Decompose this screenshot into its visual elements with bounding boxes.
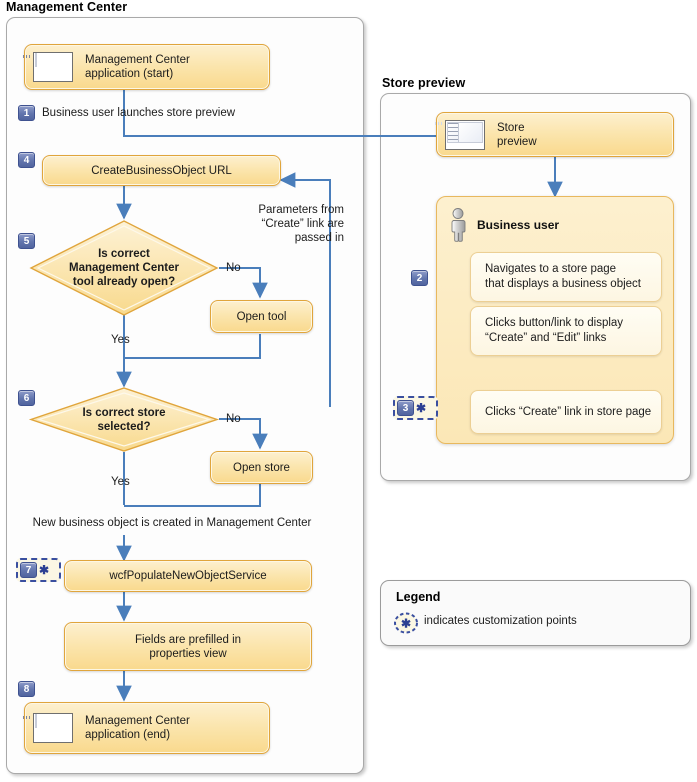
branch-label-yes-2: Yes [111,476,130,488]
branch-label-no-2: No [226,413,241,425]
customization-point-icon: ✱ [394,612,418,634]
node-label: wcfPopulateNewObjectService [109,570,267,582]
node-label: Management Center application (start) [85,54,190,80]
branch-label-no-1: No [226,262,241,274]
node-label: Open tool [236,310,287,323]
person-icon [451,208,466,242]
asterisk-icon: ✱ [416,401,427,415]
decision-tool-open[interactable]: Is correct Management Center tool alread… [28,218,220,318]
step-badge-1: 1 [18,105,35,121]
node-management-center-start[interactable]: Management Center application (start) [24,44,270,90]
management-center-panel-title: Management Center [6,0,128,14]
store-window-icon [445,119,485,150]
step-badge-3: 3 [397,400,414,416]
customization-point-3: 3 ✱ [393,396,438,420]
business-user-label: Business user [477,218,560,232]
branch-label-yes-1: Yes [111,334,130,346]
store-preview-panel-title: Store preview [382,76,466,90]
node-wcf-populate-new-object-service[interactable]: wcfPopulateNewObjectService [64,560,312,592]
node-store-preview[interactable]: Store preview [436,112,674,157]
node-open-store[interactable]: Open store [210,451,313,484]
node-label: CreateBusinessObject URL [91,164,232,177]
customization-point-7: 7 ✱ [16,558,61,582]
window-icon [33,713,73,743]
node-create-business-object-url[interactable]: CreateBusinessObject URL [42,155,281,186]
legend-title: Legend [396,590,441,604]
step-badge-2: 2 [411,270,428,286]
node-label: Fields are prefilled in properties view [134,633,242,660]
card-label: Navigates to a store page that displays … [485,263,641,290]
svg-text:✱: ✱ [401,617,411,631]
card-navigates-to-store-page[interactable]: Navigates to a store page that displays … [470,252,662,302]
card-clicks-create-link[interactable]: Clicks “Create” link in store page [470,390,662,434]
step-badge-7: 7 [20,562,37,578]
step-badge-4: 4 [18,152,35,168]
node-fields-prefilled[interactable]: Fields are prefilled in properties view [64,622,312,671]
asterisk-icon: ✱ [39,563,50,577]
node-label: Store preview [497,121,537,148]
legend-description: indicates customization points [424,615,577,627]
step-badge-5: 5 [18,233,35,249]
decision-store-selected[interactable]: Is correct store selected? [28,386,220,453]
step-badge-8: 8 [18,681,35,697]
parameters-note: Parameters from “Create” link are passed… [258,204,344,244]
legend-panel [380,580,691,646]
node-label: Open store [233,461,290,474]
step1-description: Business user launches store preview [42,107,236,119]
node-label: Management Center application (end) [85,715,190,741]
step-badge-6: 6 [18,390,35,406]
node-management-center-end[interactable]: Management Center application (end) [24,702,270,754]
card-label: Clicks button/link to display “Create” a… [485,317,624,344]
new-business-object-note: New business object is created in Manage… [32,517,312,529]
window-icon [33,52,73,82]
node-open-tool[interactable]: Open tool [210,300,313,333]
card-clicks-button-link[interactable]: Clicks button/link to display “Create” a… [470,306,662,356]
card-label: Clicks “Create” link in store page [485,405,652,418]
